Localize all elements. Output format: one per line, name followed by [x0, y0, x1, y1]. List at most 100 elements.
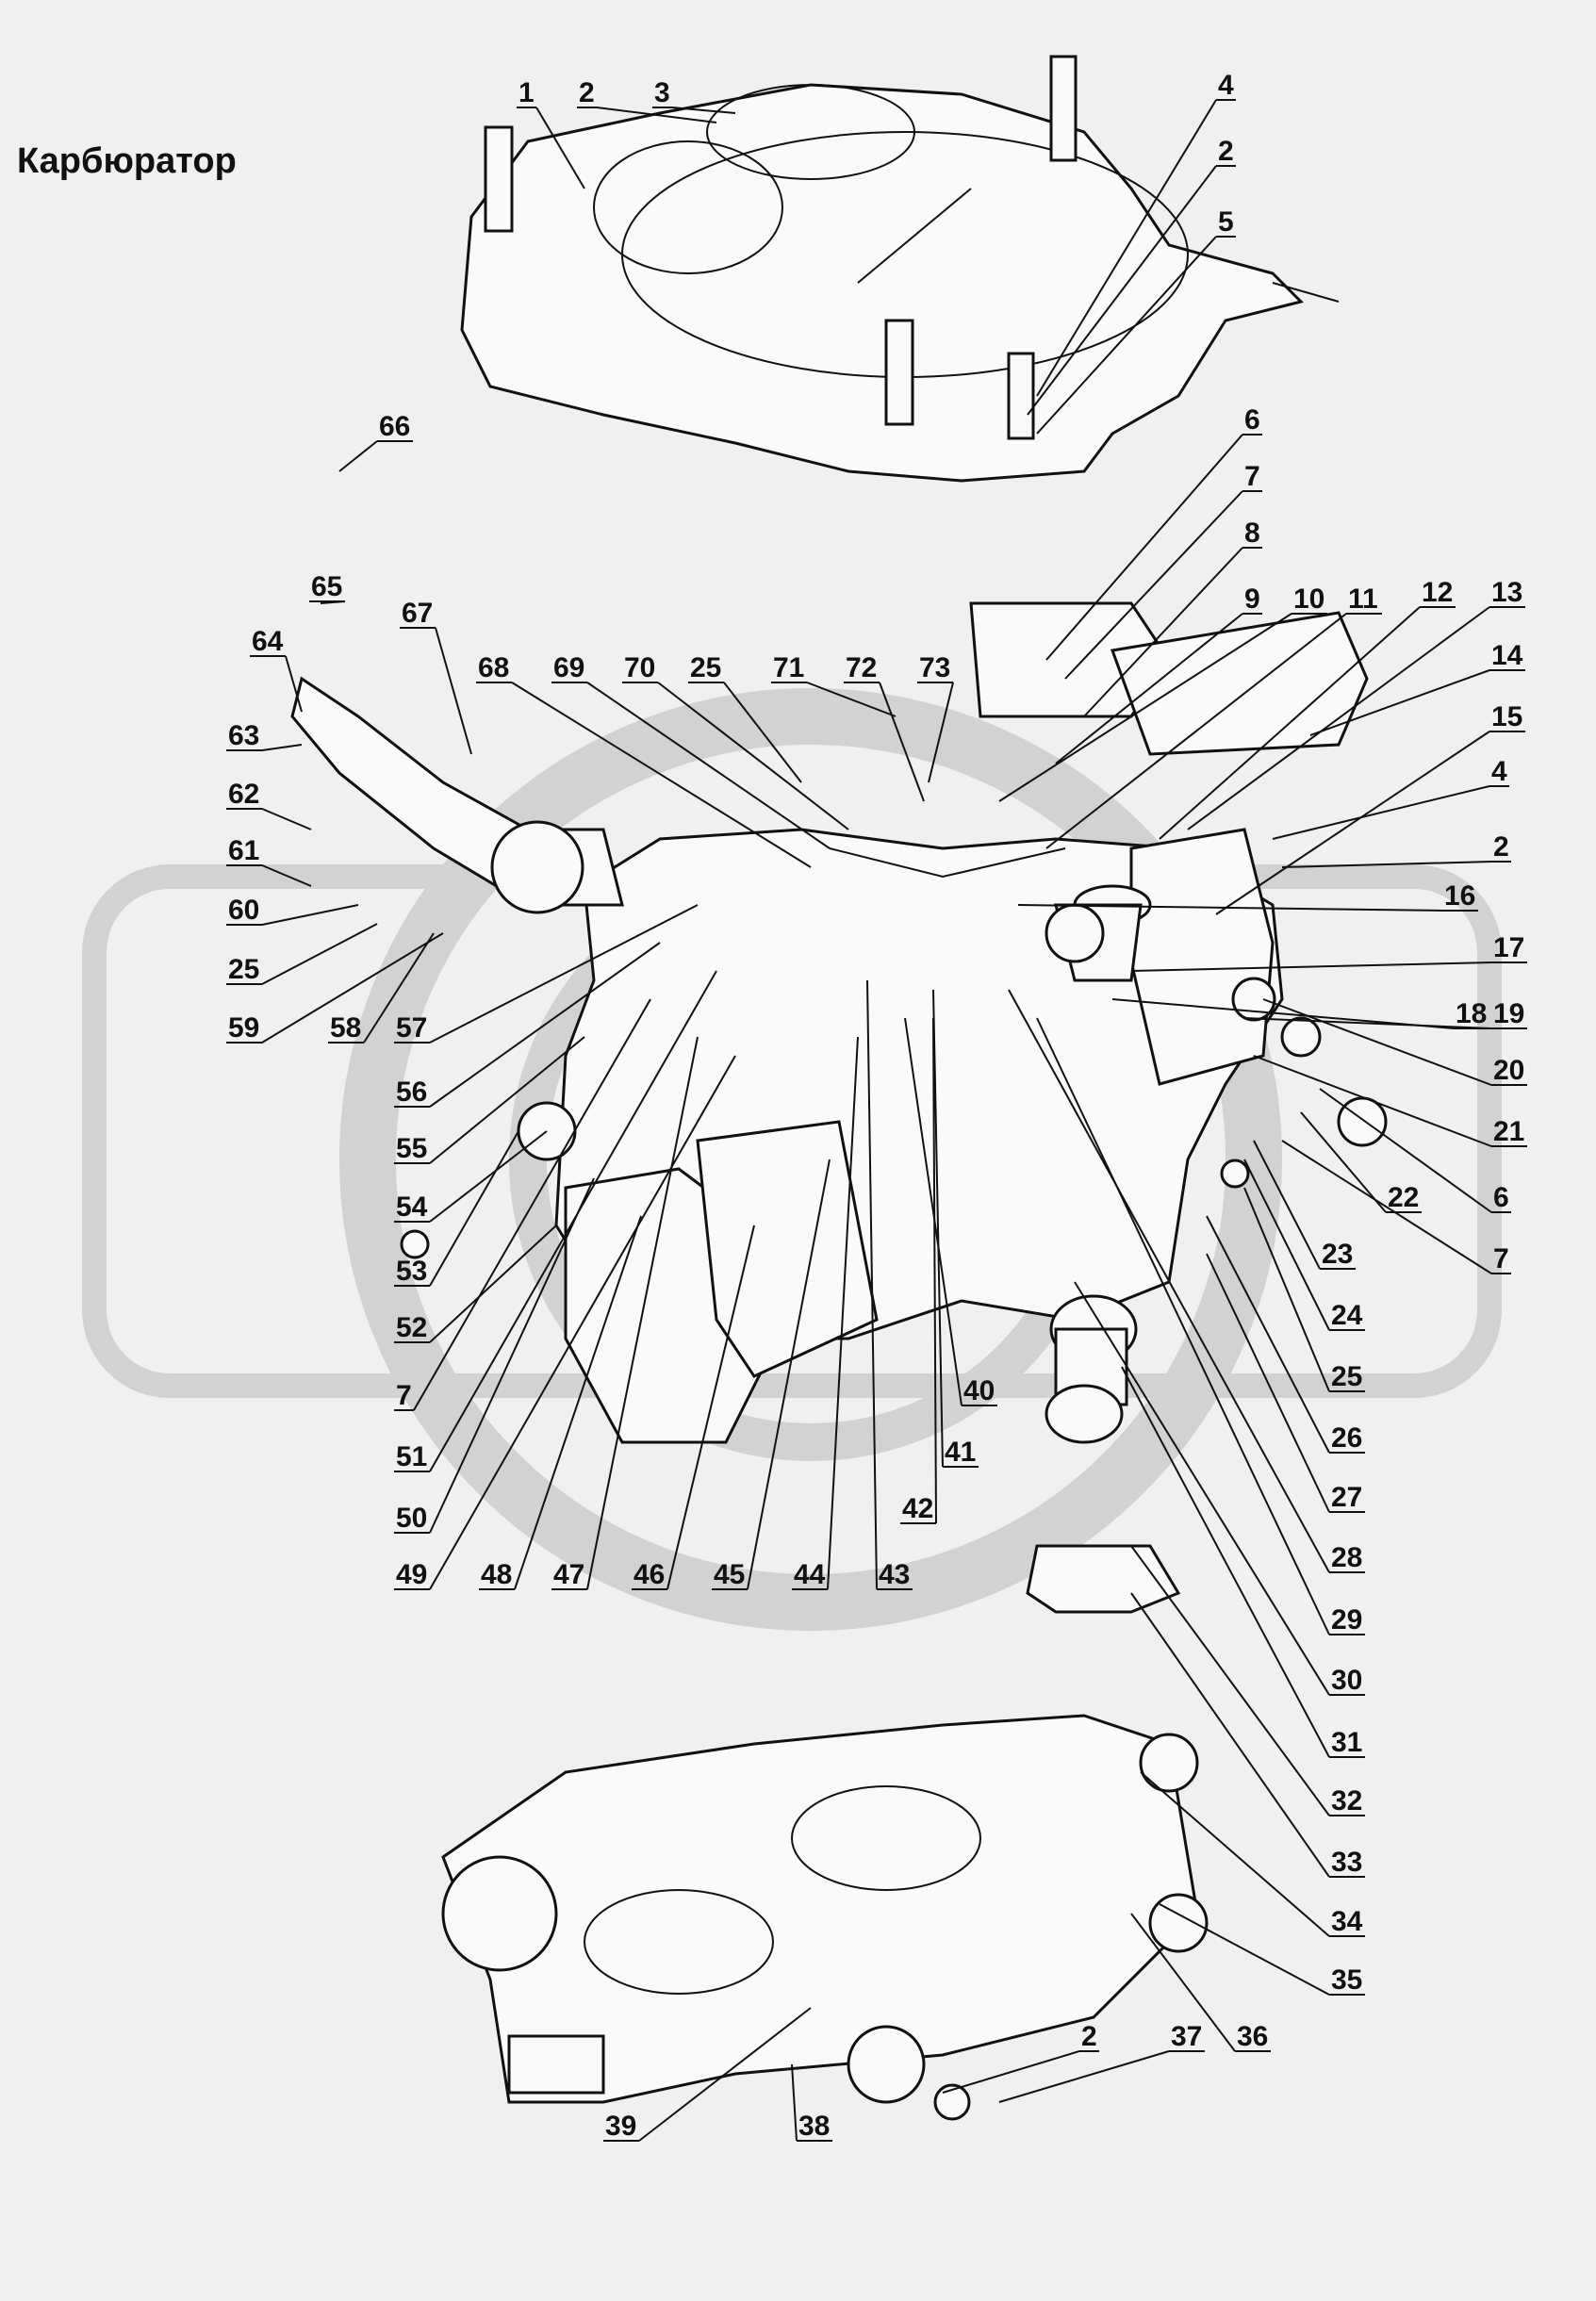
label-leader-line	[363, 932, 435, 1044]
part-label: 16	[1444, 880, 1475, 912]
label-leader-line	[1121, 1366, 1330, 1758]
part-label: 57	[396, 1012, 427, 1044]
label-leader-line	[1140, 1771, 1330, 1937]
label-leader-line	[932, 989, 944, 1468]
part-label: 52	[396, 1312, 427, 1343]
label-leader-line	[1045, 613, 1347, 849]
label-leader-line	[657, 682, 849, 830]
label-leader-line	[942, 2050, 1080, 2094]
label-leader-line	[435, 627, 472, 755]
part-label: 6	[1244, 404, 1260, 436]
part-label: 33	[1331, 1847, 1362, 1878]
label-leader-line	[904, 1017, 963, 1406]
part-label: 2	[579, 77, 595, 108]
part-label: 30	[1331, 1665, 1362, 1696]
label-leader-line	[261, 932, 444, 1044]
part-label: 66	[379, 411, 410, 442]
label-leader-line	[429, 970, 717, 1472]
part-label: 56	[396, 1077, 427, 1108]
label-leader-line	[1243, 1159, 1330, 1331]
label-leader-line	[1253, 1055, 1492, 1147]
label-leader-line	[666, 1224, 755, 1590]
label-leader-line	[261, 744, 303, 751]
part-label: 59	[228, 1012, 259, 1044]
label-leader-line	[1045, 434, 1243, 661]
label-leader-line	[261, 808, 312, 830]
part-label: 34	[1331, 1906, 1363, 1937]
label-leader-line	[932, 1017, 937, 1524]
label-leader-line	[723, 682, 802, 783]
part-label: 49	[396, 1559, 427, 1590]
part-label: 68	[478, 652, 509, 683]
label-leader-line	[586, 682, 831, 849]
label-leader-line	[1272, 785, 1490, 840]
part-label: 23	[1322, 1239, 1353, 1270]
label-leader-line	[413, 998, 651, 1411]
carburetor-main-body	[290, 601, 1388, 1614]
label-leader-line	[429, 904, 699, 1044]
part-label: 10	[1293, 583, 1325, 615]
label-leader-line	[429, 1036, 585, 1164]
part-label: 14	[1491, 640, 1523, 671]
label-leader-line	[535, 107, 585, 189]
label-leader-line	[511, 682, 812, 868]
part-label: 72	[846, 652, 877, 683]
part-label: 69	[553, 652, 584, 683]
part-label: 22	[1388, 1182, 1419, 1213]
part-label: 27	[1331, 1482, 1362, 1513]
part-label: 41	[945, 1437, 976, 1468]
part-label: 7	[1244, 461, 1260, 492]
part-label: 13	[1491, 577, 1522, 608]
part-label: 18	[1456, 998, 1487, 1029]
page-title: Карбюратор	[17, 141, 237, 181]
label-leader-line	[866, 979, 878, 1590]
label-leader-line	[1130, 1545, 1330, 1816]
part-label: 25	[228, 954, 259, 985]
label-leader-line	[1027, 165, 1217, 416]
part-label: 42	[902, 1493, 933, 1524]
part-label: 46	[633, 1559, 665, 1590]
label-leader-line	[1319, 1088, 1492, 1213]
part-label: 67	[402, 598, 433, 629]
part-label: 63	[228, 720, 259, 751]
part-label: 12	[1422, 577, 1453, 608]
label-leader-line	[747, 1159, 831, 1590]
part-label: 28	[1331, 1542, 1362, 1573]
part-label: 44	[794, 1559, 826, 1590]
part-label: 3	[654, 77, 670, 108]
part-label: 36	[1237, 2021, 1268, 2052]
part-label: 5	[1218, 206, 1234, 238]
label-leader-line	[261, 923, 378, 985]
label-leader-line	[998, 613, 1292, 802]
part-label: 29	[1331, 1604, 1362, 1635]
label-leader-line	[1206, 1215, 1330, 1454]
part-label: 4	[1218, 70, 1234, 101]
part-label: 37	[1171, 2021, 1202, 2052]
part-label: 64	[252, 626, 284, 657]
part-label: 35	[1331, 1964, 1362, 1996]
label-leader-line	[514, 1215, 642, 1590]
part-label: 62	[228, 779, 259, 810]
label-leader-line	[429, 1130, 519, 1287]
label-leader-line	[1130, 961, 1492, 972]
part-label: 15	[1491, 701, 1522, 732]
label-leader-line	[429, 1130, 548, 1223]
label-leader-line	[1064, 490, 1243, 680]
label-leader-line	[429, 1177, 595, 1534]
label-leader-line	[1159, 606, 1421, 840]
part-label: 53	[396, 1256, 427, 1287]
label-leader-line	[338, 440, 378, 472]
carburetor-throttle-body	[441, 1714, 1209, 2121]
carburetor-top-cover	[460, 55, 1340, 483]
label-leader-line	[827, 1036, 859, 1590]
part-label: 7	[396, 1380, 412, 1411]
part-label: 54	[396, 1192, 428, 1223]
label-leader-line	[1281, 861, 1492, 868]
part-label: 2	[1081, 2021, 1097, 2052]
part-label: 19	[1493, 998, 1524, 1029]
part-label: 58	[330, 1012, 361, 1044]
part-label: 71	[773, 652, 804, 683]
part-label: 17	[1493, 932, 1524, 963]
